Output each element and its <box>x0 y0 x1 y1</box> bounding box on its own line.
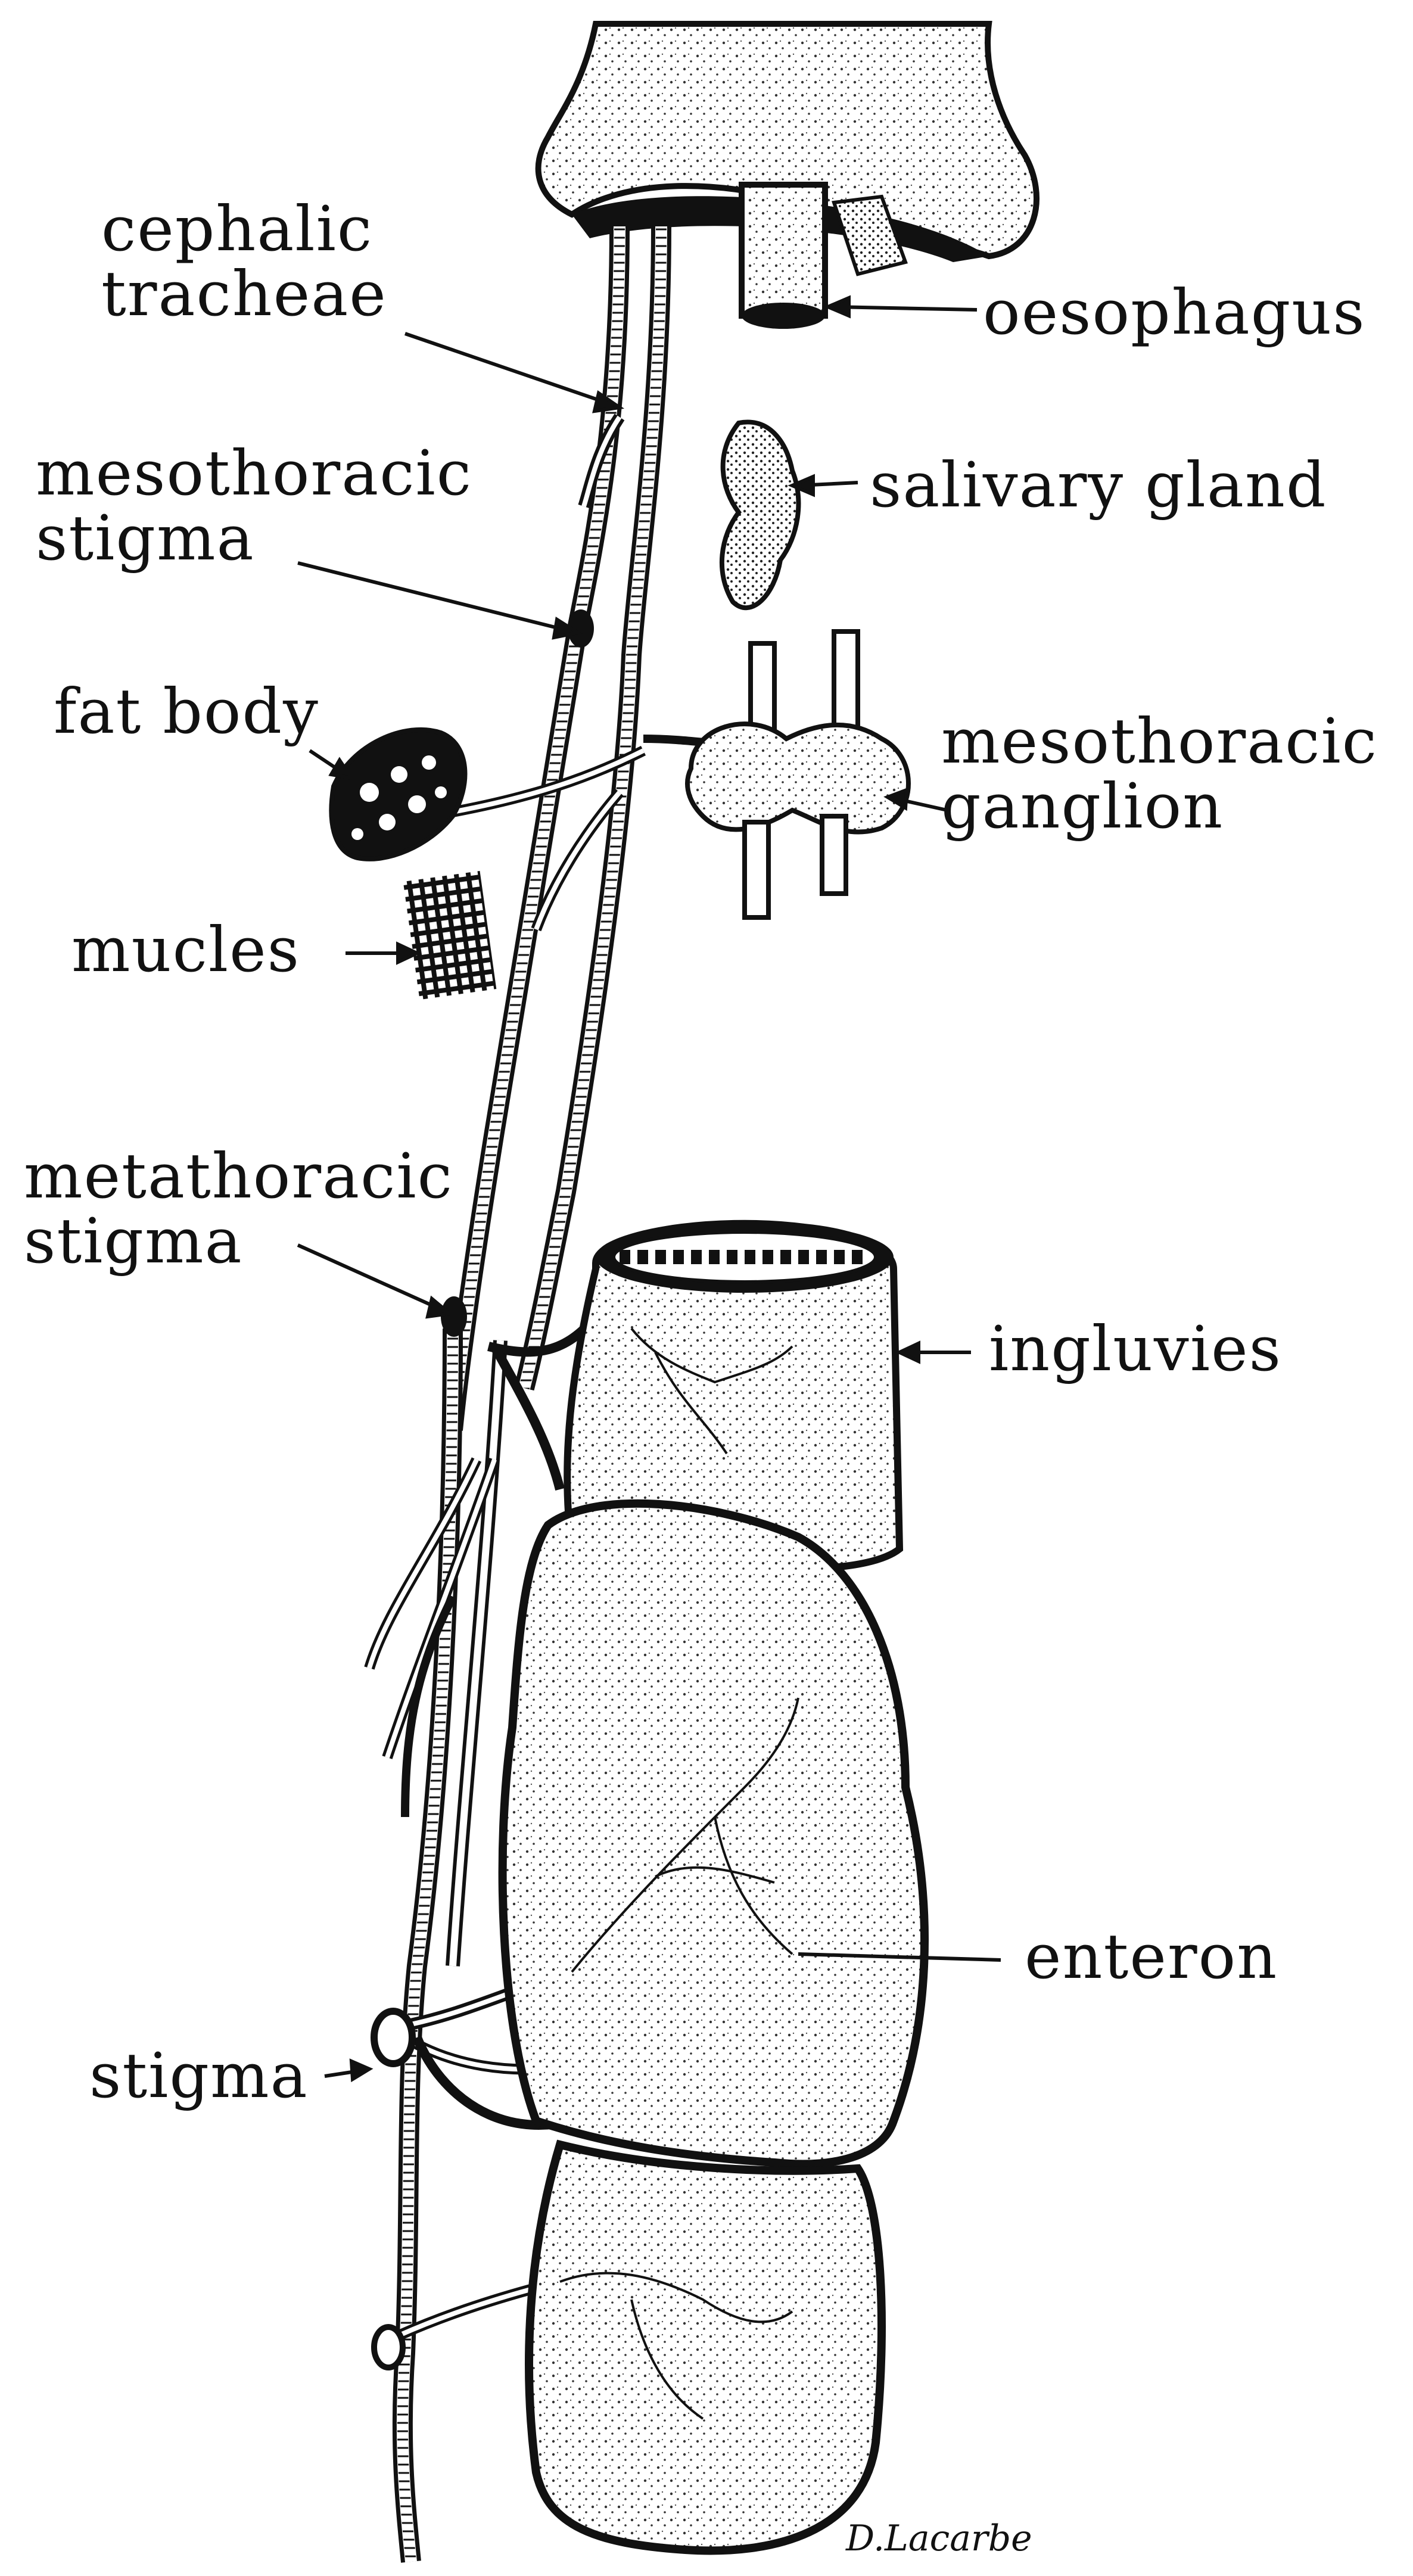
label-oesophagus: oesophagus <box>983 280 1366 345</box>
artist-signature: D.Lacarbe <box>846 2520 1032 2558</box>
label-metathoracic-stigma-line1: metathoracic <box>24 1144 453 1209</box>
oesophagus-tube <box>742 185 825 329</box>
muscles-block <box>403 871 497 1000</box>
label-mesothoracic-ganglion-line2: ganglion <box>941 774 1378 839</box>
abdominal-stigma-dot <box>374 2011 412 2064</box>
label-cephalic-tracheae-line2: tracheae <box>101 262 387 326</box>
enteron-shape <box>503 1504 925 2551</box>
label-mesothoracic-ganglion: mesothoracic ganglion <box>941 709 1378 839</box>
label-fat-body: fat body <box>54 679 319 744</box>
label-enteron: enteron <box>1025 1924 1278 1989</box>
label-mesothoracic-stigma-line2: stigma <box>36 506 472 571</box>
label-cephalic-tracheae: cephalic tracheae <box>101 197 387 326</box>
label-mesothoracic-ganglion-line1: mesothoracic <box>941 709 1378 774</box>
metathoracic-stigma-dot <box>441 1296 467 1337</box>
label-cephalic-tracheae-line1: cephalic <box>101 197 387 262</box>
label-stigma: stigma <box>89 2043 309 2108</box>
label-ingluvies: ingluvies <box>989 1317 1282 1382</box>
label-mesothoracic-stigma: mesothoracic stigma <box>36 441 472 571</box>
label-mucles: mucles <box>71 917 300 982</box>
lower-stigma-dot <box>374 2327 403 2367</box>
salivary-gland-shape <box>722 422 799 608</box>
label-metathoracic-stigma-line2: stigma <box>24 1209 453 1274</box>
label-metathoracic-stigma: metathoracic stigma <box>24 1144 453 1274</box>
label-salivary-gland: salivary gland <box>870 453 1327 518</box>
label-mesothoracic-stigma-line1: mesothoracic <box>36 441 472 506</box>
ganglion-shape <box>687 631 908 917</box>
